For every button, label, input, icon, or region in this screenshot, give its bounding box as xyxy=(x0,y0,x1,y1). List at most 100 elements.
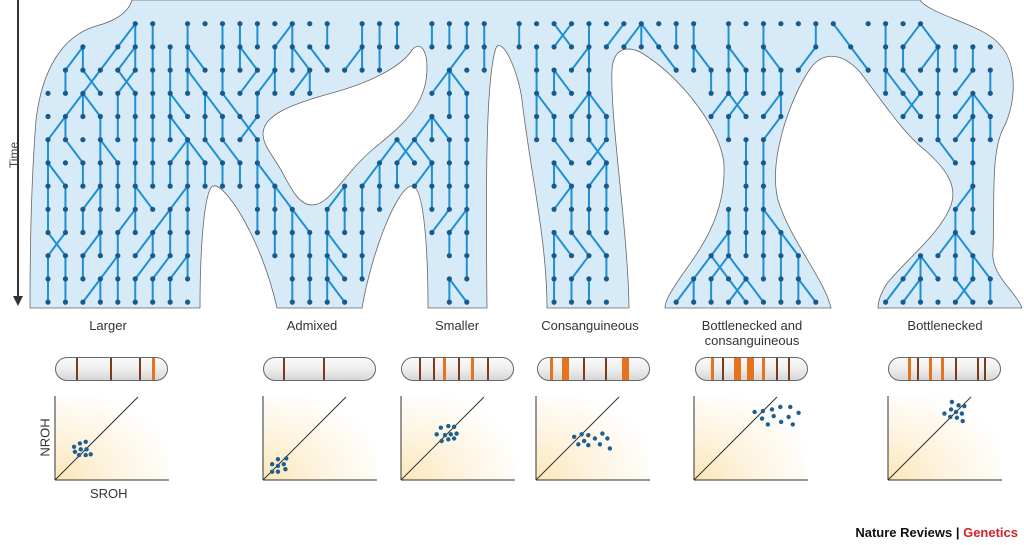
chromosome xyxy=(401,357,514,381)
individual-node xyxy=(132,276,138,282)
data-point xyxy=(76,452,82,458)
individual-node xyxy=(429,206,435,212)
roh-band xyxy=(583,358,586,380)
individual-node xyxy=(167,137,173,143)
individual-node xyxy=(621,44,627,50)
individual-node xyxy=(516,21,522,27)
individual-node xyxy=(202,160,208,166)
lineage-edge xyxy=(64,92,84,118)
lineage-edge xyxy=(99,46,119,71)
individual-node xyxy=(935,276,941,282)
individual-node xyxy=(219,137,226,143)
individual-node xyxy=(673,299,679,305)
individual-node xyxy=(481,67,487,73)
individual-node xyxy=(795,299,801,305)
individual-node xyxy=(167,90,173,96)
individual-node xyxy=(900,67,906,73)
individual-node xyxy=(62,276,69,282)
individual-node xyxy=(167,206,173,212)
data-point xyxy=(579,432,584,437)
lineage-edge xyxy=(710,231,730,257)
lineage-edge xyxy=(274,23,294,48)
time-arrow xyxy=(17,0,19,298)
time-arrow-head-icon xyxy=(13,296,23,306)
individual-node xyxy=(935,113,941,120)
individual-node xyxy=(987,137,993,143)
individual-node xyxy=(830,21,836,27)
lineage-edge xyxy=(762,208,782,234)
individual-node xyxy=(45,113,51,120)
data-point xyxy=(953,409,959,415)
lineage-edge xyxy=(954,115,974,141)
individual-node xyxy=(603,44,610,50)
individual-node xyxy=(376,160,383,166)
individual-node xyxy=(883,21,889,27)
lineage-edge xyxy=(692,255,712,280)
individual-node xyxy=(568,276,575,282)
individual-node xyxy=(952,137,959,143)
individual-node xyxy=(900,276,906,282)
data-point xyxy=(275,457,281,462)
individual-node xyxy=(725,44,732,50)
individual-node xyxy=(80,113,86,120)
individual-node xyxy=(621,21,627,27)
individual-node xyxy=(185,90,191,96)
individual-node xyxy=(80,90,86,96)
individual-node xyxy=(464,90,470,96)
individual-node xyxy=(115,137,121,143)
population-region xyxy=(29,0,1023,309)
individual-node xyxy=(132,253,138,259)
lineage-edge xyxy=(134,255,154,280)
individual-node xyxy=(568,253,575,259)
individual-node xyxy=(568,229,575,236)
individual-node xyxy=(446,229,452,236)
individual-node xyxy=(603,253,610,259)
individual-node xyxy=(132,206,138,212)
roh-band xyxy=(76,358,79,380)
data-point xyxy=(586,442,591,448)
lineage-edge xyxy=(884,278,904,303)
individual-node xyxy=(446,21,452,27)
lineage-edge xyxy=(553,231,573,257)
individual-node xyxy=(254,229,260,236)
individual-node xyxy=(80,44,86,50)
individual-node xyxy=(743,67,749,73)
individual-node xyxy=(935,44,941,50)
data-point xyxy=(769,407,775,412)
individual-node xyxy=(150,113,156,120)
individual-node xyxy=(289,206,295,212)
roh-band xyxy=(419,358,422,380)
individual-node xyxy=(743,90,749,96)
individual-node xyxy=(254,137,260,143)
separator: | xyxy=(955,525,960,540)
individual-node xyxy=(464,160,470,166)
individual-node xyxy=(394,183,400,189)
data-point xyxy=(778,404,783,410)
lineage-edge xyxy=(727,278,747,303)
lineage-edge xyxy=(902,23,922,48)
individual-node xyxy=(970,160,976,166)
individual-node xyxy=(917,253,924,259)
data-point xyxy=(790,422,795,427)
roh-band xyxy=(550,358,554,380)
data-point xyxy=(77,441,83,446)
lineage-edge xyxy=(134,185,154,210)
individual-node xyxy=(167,44,173,50)
lineage-edge xyxy=(902,278,922,303)
individual-node xyxy=(778,276,784,282)
individual-node xyxy=(202,21,208,27)
lineage-edge xyxy=(326,185,346,210)
individual-node xyxy=(446,137,452,143)
lineage-edge xyxy=(204,139,224,164)
data-point xyxy=(960,418,965,424)
lineage-edge xyxy=(256,162,276,187)
individual-node xyxy=(359,276,365,282)
individual-node xyxy=(185,183,191,189)
roh-band xyxy=(762,358,766,380)
data-point xyxy=(269,469,275,474)
individual-node xyxy=(359,253,365,259)
lineage-edge xyxy=(588,139,608,164)
individual-node xyxy=(45,206,51,212)
individual-node xyxy=(987,44,993,50)
individual-node xyxy=(289,229,295,236)
